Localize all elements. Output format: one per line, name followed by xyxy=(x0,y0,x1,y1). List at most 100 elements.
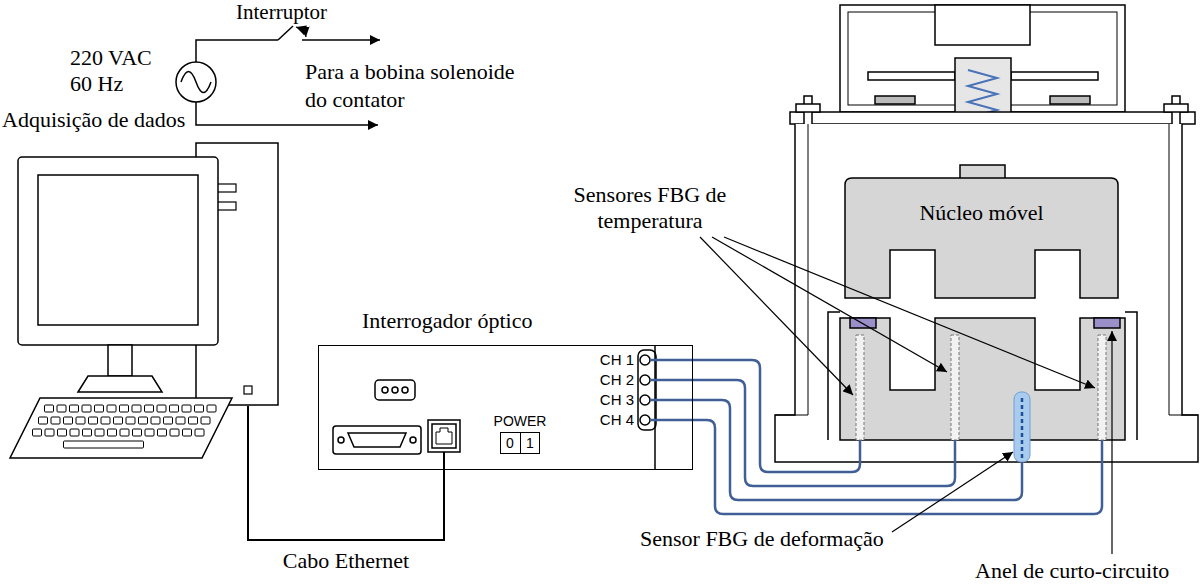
keyboard-keys xyxy=(182,405,191,412)
keyboard-keys xyxy=(139,417,148,424)
keyboard-keys xyxy=(145,429,154,436)
interrogator-parts xyxy=(348,433,406,447)
fixed-core xyxy=(840,318,1125,440)
keyboard-keys xyxy=(45,429,54,436)
moving-core-shape xyxy=(845,178,1118,298)
keyboard-keys xyxy=(33,429,42,436)
interrogator-parts xyxy=(640,375,650,385)
keyboard-keys xyxy=(58,429,67,436)
sensor-group-label: Sensores FBG de temperatura xyxy=(568,182,732,234)
computer-symbol xyxy=(244,386,252,394)
source-rating: 220 VAC 60 Hz xyxy=(70,45,166,97)
keyboard-keys xyxy=(39,417,48,424)
switch-position: 1 xyxy=(520,433,540,453)
optical-fiber xyxy=(650,360,1102,514)
interrogator-parts xyxy=(640,395,650,405)
keyboard-keys xyxy=(45,405,54,412)
fixed-core xyxy=(1094,318,1120,328)
fbg-temperature-sensor xyxy=(856,335,1106,440)
ethernet-cable xyxy=(248,406,444,540)
computer-symbol xyxy=(216,202,236,210)
computer-symbol xyxy=(38,175,198,325)
optical-fiber xyxy=(650,380,955,486)
channel-label: CH 1 xyxy=(590,351,634,369)
keyboard-keys xyxy=(207,405,216,412)
computer-symbol xyxy=(10,143,278,458)
edge-label: Cabo Ethernet xyxy=(280,548,412,574)
computer-node: Adquisição de dados xyxy=(2,104,282,406)
channel-label: CH 2 xyxy=(590,371,634,389)
switch-box xyxy=(500,432,540,454)
interrogator-parts xyxy=(410,437,416,443)
switch-label: POWER xyxy=(493,412,547,430)
keyboard-keys xyxy=(83,429,92,436)
keyboard-keys xyxy=(95,405,104,412)
keyboard-keys xyxy=(158,429,167,436)
ac-source xyxy=(278,26,293,40)
leader-line xyxy=(712,237,947,372)
computer-symbol xyxy=(78,376,162,392)
node-heading: Interrogador óptico xyxy=(362,308,532,334)
moving-core-shape xyxy=(845,178,1118,298)
keyboard-keys xyxy=(183,429,192,436)
contactor-housing xyxy=(796,104,820,112)
contactor-housing xyxy=(1011,72,1098,80)
keyboard-keys xyxy=(89,417,98,424)
fbg-strain-sensor xyxy=(1014,392,1030,462)
interrogator-parts xyxy=(428,420,460,452)
leader-line xyxy=(1111,331,1112,554)
interrogator-parts xyxy=(640,415,650,425)
contactor-housing xyxy=(868,72,955,80)
ac-source xyxy=(181,72,211,93)
interrogator-parts xyxy=(640,355,650,365)
contactor-housing xyxy=(775,5,1198,462)
keyboard-keys xyxy=(101,417,110,424)
keyboard-keys xyxy=(82,405,91,412)
interrogator-parts xyxy=(402,387,408,393)
leader-line xyxy=(700,237,853,395)
fbg-temperature-sensor xyxy=(951,335,959,440)
keyboard-keys xyxy=(70,405,79,412)
interrogator-parts xyxy=(333,426,421,454)
ac-source xyxy=(296,27,306,37)
keyboard-keys xyxy=(120,429,129,436)
fbg-strain-sensor xyxy=(1014,392,1030,462)
keyboard-keys xyxy=(114,417,123,424)
switch-position: 0 xyxy=(500,433,520,453)
keyboard-keys xyxy=(64,441,144,448)
leader-line xyxy=(724,237,1095,388)
optical-fiber xyxy=(650,360,860,472)
keyboard-keys xyxy=(195,405,204,412)
channel-label: CH 4 xyxy=(590,411,634,429)
keyboard-keys xyxy=(157,405,166,412)
contactor-housing xyxy=(875,96,915,104)
device-frame xyxy=(318,345,693,470)
power-switch: POWER 01 xyxy=(493,412,547,456)
interrogator-parts xyxy=(638,350,656,430)
leader-line xyxy=(700,237,1112,554)
keyboard-keys xyxy=(145,405,154,412)
switch-divider xyxy=(520,433,521,453)
interrogator-parts xyxy=(392,387,398,393)
moving-core: Núcleo móvel xyxy=(845,178,1118,298)
ac-source xyxy=(196,40,278,62)
channel-label: CH 3 xyxy=(590,391,634,409)
computer-symbol xyxy=(10,398,232,458)
interrogator-parts xyxy=(436,428,452,444)
keyboard-keys xyxy=(120,405,129,412)
coil-note: Para a bobina solenoide do contator xyxy=(305,58,527,114)
keyboard-keys xyxy=(170,429,179,436)
computer-symbol xyxy=(216,184,236,192)
computer-symbol xyxy=(18,157,218,345)
keyboard-keys xyxy=(95,429,104,436)
computer-symbol xyxy=(108,345,132,376)
node-heading: Adquisição de dados xyxy=(2,107,185,133)
fbg-strain-sensor xyxy=(1021,398,1024,458)
core-label: Núcleo móvel xyxy=(845,200,1118,226)
keyboard-keys xyxy=(70,429,79,436)
keyboard-keys xyxy=(151,417,160,424)
keyboard-keys xyxy=(57,405,66,412)
contactor-housing xyxy=(935,5,1030,45)
